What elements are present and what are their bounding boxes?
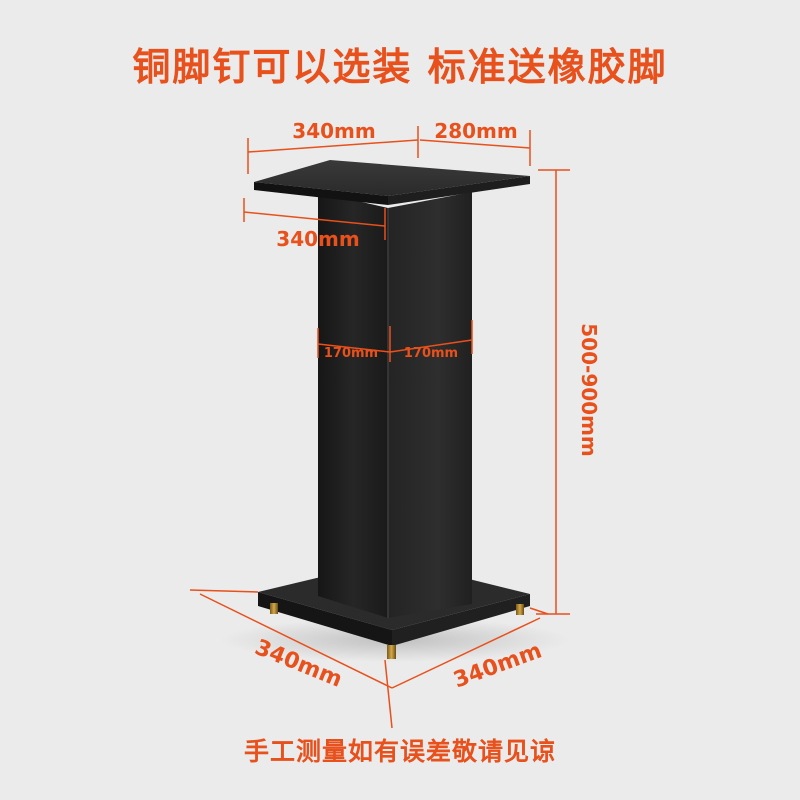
top-depth-label: 280mm	[434, 119, 517, 143]
dimension-lines	[189, 126, 570, 729]
spike-feet	[270, 603, 524, 659]
top-front-label: 340mm	[276, 227, 359, 251]
column-right-label: 170mm	[404, 346, 458, 361]
height-label: 500-900mm	[577, 323, 601, 456]
footer-note: 手工测量如有误差敬请见谅	[243, 737, 556, 766]
headline-title: 铜脚钉可以选装 标准送橡胶脚	[132, 45, 668, 89]
column-left-label: 170mm	[324, 346, 378, 361]
top-plate	[254, 160, 530, 205]
top-width-label: 340mm	[292, 119, 375, 143]
column	[318, 192, 472, 618]
